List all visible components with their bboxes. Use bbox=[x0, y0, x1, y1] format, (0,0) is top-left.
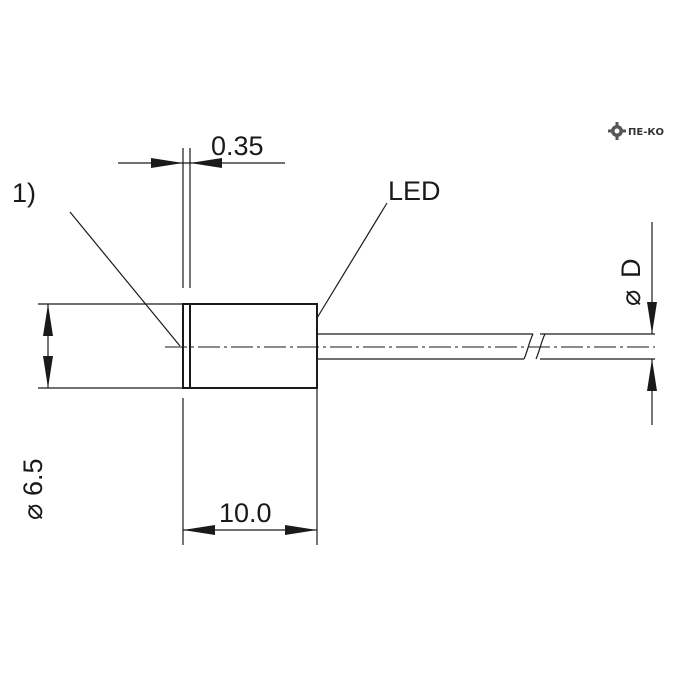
led-label: LED bbox=[388, 176, 441, 206]
note-label: 1) bbox=[12, 178, 36, 208]
gap-value: 0.35 bbox=[211, 131, 264, 161]
led-leader bbox=[316, 202, 388, 319]
diameter-fiber-symbol: ⌀ bbox=[616, 290, 646, 306]
diameter-body-value: 6.5 bbox=[18, 458, 48, 496]
gear-icon bbox=[608, 122, 626, 140]
note-leader bbox=[69, 211, 181, 347]
length-value: 10.0 bbox=[219, 498, 272, 528]
extension-lines-length bbox=[182, 388, 318, 545]
extension-lines-diameter bbox=[38, 303, 183, 389]
dimension-body-diameter bbox=[43, 304, 53, 388]
diameter-body-symbol: ⌀ bbox=[18, 504, 48, 520]
diameter-fiber-value: D bbox=[616, 259, 646, 279]
logo-text: ПЕ-КО bbox=[628, 127, 664, 138]
dimension-length bbox=[183, 525, 317, 535]
dimension-gap bbox=[118, 148, 285, 288]
led-body bbox=[182, 303, 318, 389]
dimension-fiber-diameter bbox=[647, 222, 657, 425]
brand-logo: ПЕ-КО bbox=[608, 122, 664, 140]
fiber-cable bbox=[317, 333, 655, 360]
